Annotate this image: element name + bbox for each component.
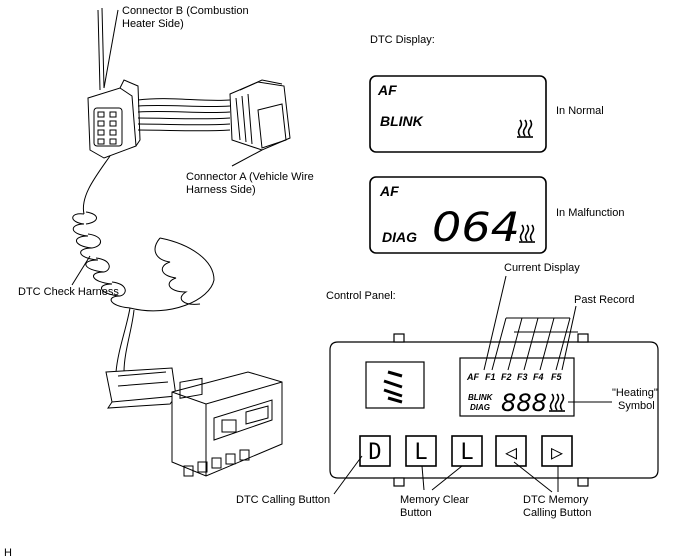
harness-plug bbox=[105, 367, 177, 409]
wire-bundle bbox=[137, 98, 231, 132]
connector-b-label-line1: Connector B (Combustion bbox=[122, 5, 249, 17]
connector-b-label-line2: Heater Side) bbox=[122, 18, 184, 30]
normal-mode-text: AF bbox=[377, 82, 397, 98]
indicator-f1: F1 bbox=[485, 372, 496, 382]
heating-symbol-label-line2: Symbol bbox=[618, 400, 655, 412]
memory-clear-label-line1: Memory Clear bbox=[400, 494, 469, 506]
corner-mark: H bbox=[4, 547, 12, 559]
malfunction-code-text: 064 bbox=[432, 205, 520, 251]
indicator-f2: F2 bbox=[501, 372, 512, 382]
past-record-leaders bbox=[483, 275, 578, 371]
display-in-malfunction: AF DIAG 064 bbox=[369, 176, 547, 254]
button-leaders bbox=[333, 455, 559, 495]
dtc-check-harness-label: DTC Check Harness bbox=[18, 286, 119, 298]
dtc-memory-calling-button-right[interactable]: ▷ bbox=[541, 435, 573, 467]
panel-diag-text: DIAG bbox=[470, 403, 490, 412]
heating-symbol-icon bbox=[518, 224, 536, 243]
dtc-memory-calling-label-line1: DTC Memory bbox=[523, 494, 589, 506]
memory-clear-button-1[interactable]: L bbox=[405, 435, 437, 467]
indicator-f3: F3 bbox=[517, 372, 528, 382]
malfunction-status-text: DIAG bbox=[382, 229, 417, 245]
memory-clear-button-1-label: L bbox=[414, 440, 427, 465]
indicator-row: AF F1 F2 F3 F4 F5 bbox=[466, 372, 562, 382]
indicator-af: AF bbox=[466, 372, 479, 382]
connector-a bbox=[229, 79, 291, 151]
dtc-calling-button-label: D bbox=[368, 440, 381, 465]
coiled-cable bbox=[72, 211, 215, 312]
dtc-check-harness-illustration bbox=[71, 7, 291, 477]
connector-a-label-line1: Connector A (Vehicle Wire bbox=[186, 171, 314, 183]
dtc-memory-calling-label-line2: Calling Button bbox=[523, 507, 592, 519]
panel-digits-text: 888 bbox=[501, 389, 547, 417]
dtc-memory-calling-button-left[interactable]: ◁ bbox=[495, 435, 527, 467]
memory-clear-button-2-label: L bbox=[460, 440, 473, 465]
connector-a-label-line2: Harness Side) bbox=[186, 184, 256, 196]
right-arrow-icon: ▷ bbox=[551, 440, 563, 464]
indicator-f4: F4 bbox=[533, 372, 544, 382]
past-record-label: Past Record bbox=[574, 294, 635, 306]
current-display-label: Current Display bbox=[504, 262, 580, 274]
in-normal-label: In Normal bbox=[556, 105, 604, 117]
in-malfunction-label: In Malfunction bbox=[556, 207, 624, 219]
dtc-display-heading: DTC Display: bbox=[370, 34, 435, 46]
heating-symbol-label-line1: "Heating" bbox=[612, 387, 658, 399]
control-panel-heading: Control Panel: bbox=[326, 290, 396, 302]
memory-clear-button-2[interactable]: L bbox=[451, 435, 483, 467]
memory-clear-label-line2: Button bbox=[400, 507, 432, 519]
indicator-f5: F5 bbox=[551, 372, 562, 382]
display-in-normal: AF BLINK bbox=[369, 75, 547, 153]
normal-status-text: BLINK bbox=[380, 113, 424, 129]
left-arrow-icon: ◁ bbox=[505, 440, 517, 464]
control-unit-illustration bbox=[171, 371, 283, 477]
connector-b bbox=[87, 7, 141, 159]
dtc-calling-button[interactable]: D bbox=[359, 435, 391, 467]
heating-symbol-icon bbox=[516, 119, 534, 138]
malfunction-mode-text: AF bbox=[379, 183, 399, 199]
dtc-calling-button-label-text: DTC Calling Button bbox=[236, 494, 330, 506]
panel-blink-text: BLINK bbox=[468, 393, 494, 402]
heater-logo-icon bbox=[383, 370, 403, 404]
